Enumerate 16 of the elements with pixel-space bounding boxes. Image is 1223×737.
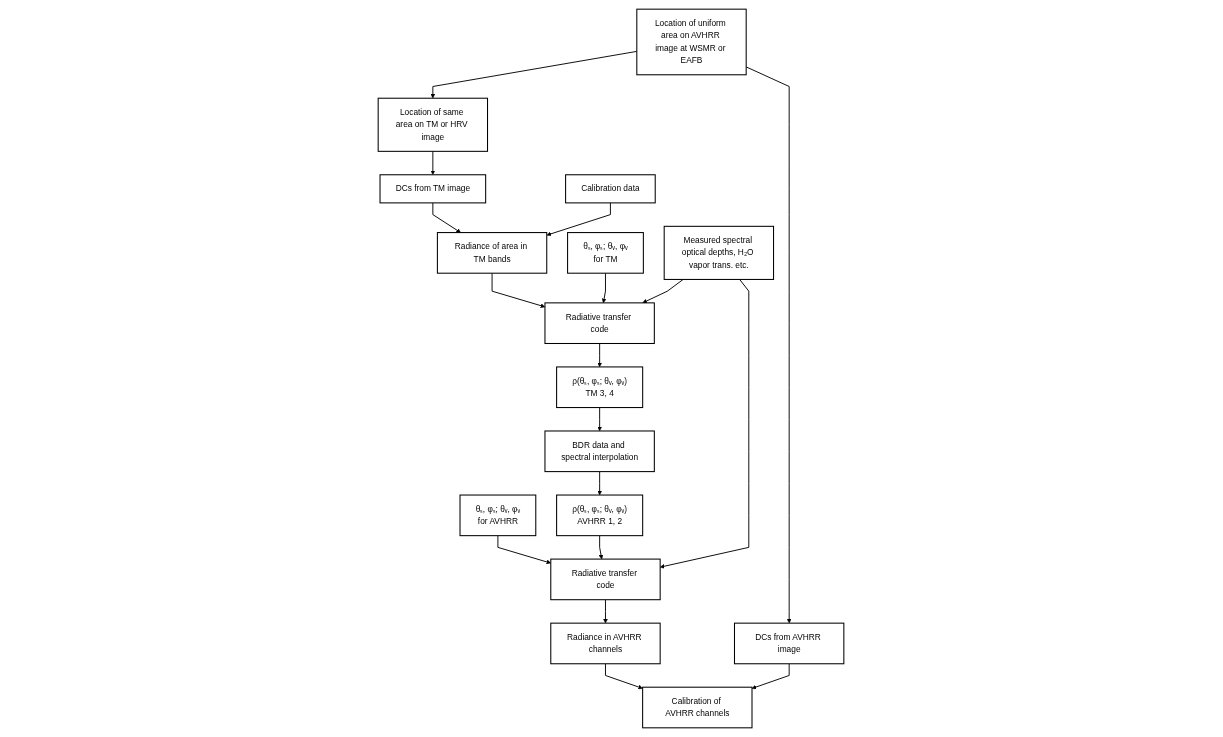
node-box: Location of uniform area on AVHRR image at WSMR or EAFB xyxy=(636,8,748,76)
node-box: BDR data and spectral interpolation xyxy=(544,430,656,473)
node-box: Calibration of AVHRR channels xyxy=(642,686,753,729)
node-box: Calibration data xyxy=(565,174,657,204)
node-box: Radiance in AVHRR channels xyxy=(550,622,662,665)
node-box: Radiative transfer code xyxy=(550,558,662,601)
node-box: θₛ, φₛ; θᵥ, φᵥ for AVHRR xyxy=(460,494,537,537)
node-box: Location of same area on TM or HRV image xyxy=(378,97,489,152)
node-box: Radiative transfer code xyxy=(544,302,656,344)
node-box: Radiance of area in TM bands xyxy=(437,232,548,274)
node-box: θₛ, φₛ; θᵥ, φᵥ for TM xyxy=(567,232,645,274)
node-box: ρ(θₛ, φₛ; θᵥ, φᵥ) TM 3, 4 xyxy=(556,366,644,409)
node-box: Measured spectral optical depths, H₂O vapor trans. etc. xyxy=(664,225,775,280)
node-box: ρ(θₛ, φₛ; θᵥ, φᵥ) AVHRR 1, 2 xyxy=(556,494,644,537)
node-box: DCs from AVHRR image xyxy=(734,622,845,665)
node-box: DCs from TM image xyxy=(380,174,487,204)
